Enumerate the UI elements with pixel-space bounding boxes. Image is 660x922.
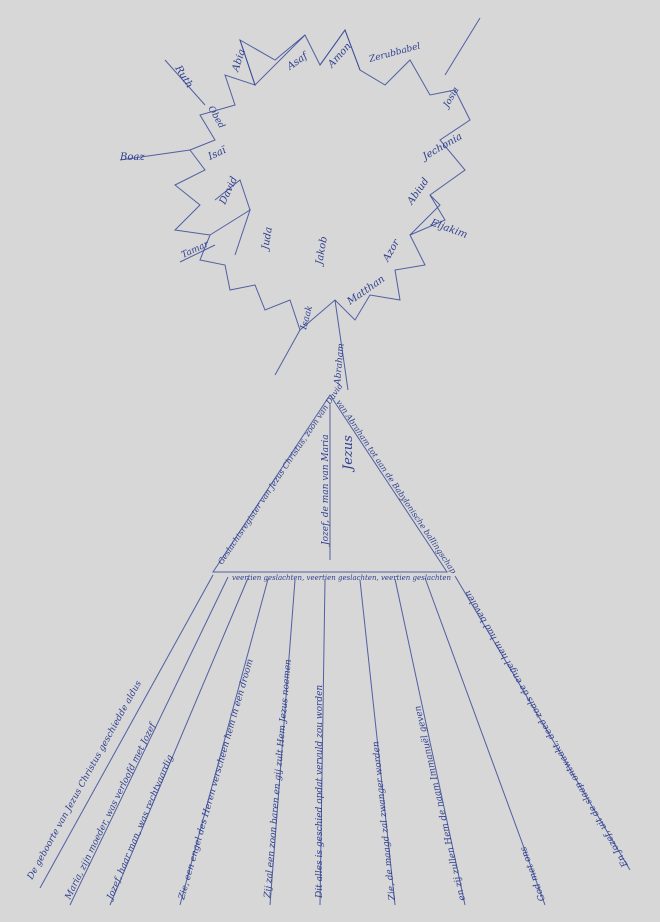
star-label-right-1: Josia [441, 86, 462, 112]
ray-text-6: Dit alles is geschied opdat vervuld zou … [315, 685, 325, 899]
ray-text-10: En Jozef, uit de slaap ontwaakt, deed zo… [463, 588, 631, 869]
ray-text-9: God met ons [519, 845, 548, 903]
star-label-top-3: Amon [325, 41, 353, 71]
ray-text-8: en zij zullen Hem de naam Immanuël geven [413, 704, 468, 901]
star-label-bottom-3: Isaak [299, 305, 315, 332]
triangle-text-name: Jezus [341, 435, 356, 473]
triangle-figure: Geslachtsregister van Jezus Christus, zo… [213, 382, 458, 582]
star-label-right-3: Abiud [405, 176, 432, 207]
star-label-left-5: David [217, 175, 240, 207]
star-label-left-1: Boaz [119, 152, 145, 163]
star-figure: Abia Asaf Amon Zerubbabel Boaz Ruth Obed… [119, 18, 480, 390]
star-label-bottom-2: Jakob [314, 236, 330, 268]
star-label-left-2: Ruth [172, 63, 195, 90]
star-label-top-4: Zerubbabel [367, 42, 421, 66]
star-label-right-5: Azor [381, 237, 403, 265]
ray-text-7: Zie, de maagd zal zwanger worden [371, 741, 398, 902]
star-label-bottom-4: Abraham [333, 343, 347, 386]
star-label-right-2: Jechonia [419, 131, 464, 163]
triangle-text-base: veertien geslachten, veertien geslachten… [232, 574, 451, 582]
ray-text-4: Zie, een engel des Heren verscheen hem i… [177, 658, 256, 902]
star-label-top-2: Asaf [285, 50, 312, 74]
star-label-bottom-1: Juda [260, 226, 275, 252]
star-label-right-4: Eljakim [428, 217, 469, 241]
rays-figure: De geboorte van Jezus Christus geschiedd… [25, 575, 631, 905]
ray-text-3: Jozef, haar man, was rechtvaardig [105, 753, 176, 903]
triangle-text-right: van Abraham tot aan de Babylonische ball… [334, 398, 458, 575]
star-label-left-4: Isaï [206, 144, 230, 163]
star-label-top-1: Abia [230, 48, 248, 74]
star-label-left-6: Tamar [180, 239, 211, 261]
ray-text-5: Zij zal een zoon baren en gij zult Hem J… [263, 659, 294, 900]
triangle-text-center: Jozef, de man van Maria [321, 434, 331, 547]
